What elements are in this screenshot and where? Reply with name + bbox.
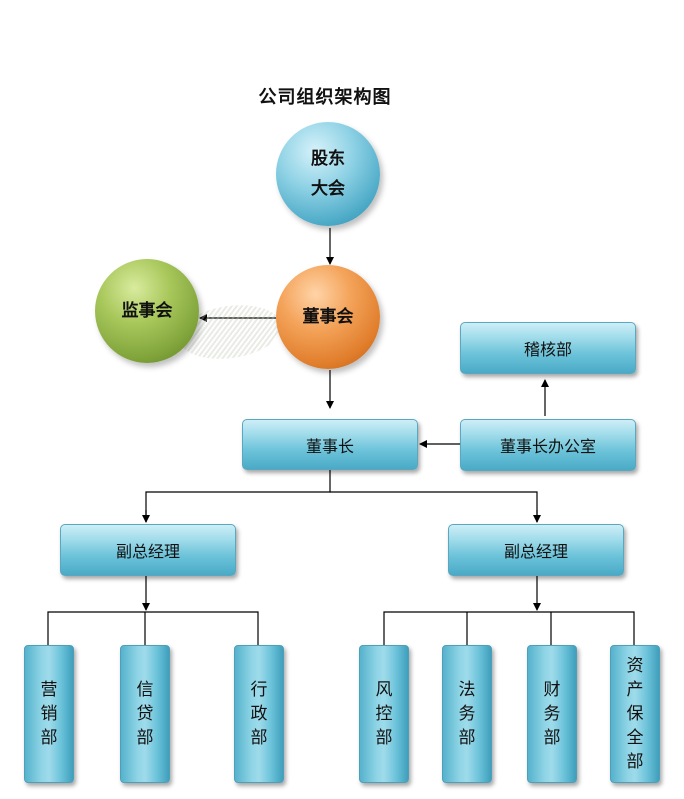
supervisors-label: 监事会 <box>121 301 173 321</box>
legal-label: 法务部 <box>458 680 476 748</box>
vp-left-node[interactable]: 副总经理 <box>60 524 236 576</box>
audit-node[interactable]: 稽核部 <box>460 322 636 374</box>
supervisors-node[interactable]: 监事会 <box>95 259 199 363</box>
chairman-node[interactable]: 董事长 <box>242 419 418 470</box>
vp-left-label: 副总经理 <box>115 542 180 561</box>
credit-label: 信贷部 <box>136 680 154 748</box>
audit-label: 稽核部 <box>523 340 572 359</box>
edge-chairman-vps <box>145 468 331 522</box>
chairman-label: 董事长 <box>305 436 354 456</box>
vp-right-node[interactable]: 副总经理 <box>448 524 624 576</box>
risk-label: 风控部 <box>375 680 393 748</box>
shareholders-node[interactable]: 股东大会 <box>276 122 380 226</box>
shareholders-label: 股东大会 <box>311 149 345 199</box>
asset-node[interactable]: 资产保全部 <box>610 645 660 783</box>
chairman-office-label: 董事长办公室 <box>499 437 596 456</box>
admin-node[interactable]: 行政部 <box>234 645 284 783</box>
asset-label: 资产保全部 <box>626 656 644 772</box>
credit-node[interactable]: 信贷部 <box>120 645 170 783</box>
risk-node[interactable]: 风控部 <box>359 645 409 783</box>
board-node[interactable]: 董事会 <box>276 265 380 369</box>
vp-right-label: 副总经理 <box>503 542 568 561</box>
chart-title: 公司组织架构图 <box>258 87 392 108</box>
marketing-label: 营销部 <box>40 680 58 748</box>
marketing-node[interactable]: 营销部 <box>24 645 74 783</box>
finance-label: 财务部 <box>543 680 561 748</box>
legal-node[interactable]: 法务部 <box>442 645 492 783</box>
board-label: 董事会 <box>302 307 354 327</box>
chairman-office-node[interactable]: 董事长办公室 <box>460 419 636 471</box>
admin-label: 行政部 <box>250 680 268 748</box>
finance-node[interactable]: 财务部 <box>527 645 577 783</box>
